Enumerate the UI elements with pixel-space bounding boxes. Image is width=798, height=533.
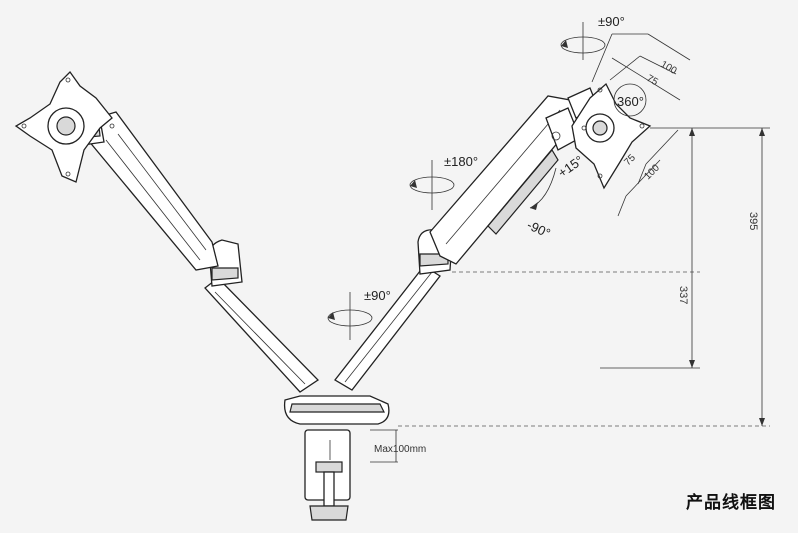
middle-tilt-label: ±180° — [444, 154, 478, 169]
vesa-inner-top-label: 75 — [645, 73, 661, 88]
left-arm — [69, 107, 320, 393]
desk-clamp — [283, 395, 390, 521]
base-rotation-label: ±90° — [364, 288, 391, 303]
diagram-caption: 产品线框图 — [686, 493, 776, 513]
swivel-label: 360° — [617, 94, 644, 109]
rotation-indicators — [327, 22, 606, 340]
height-max-label: 395 — [747, 212, 759, 230]
right-vesa-plate — [571, 82, 652, 190]
right-arm — [334, 87, 599, 391]
vesa-outer-top-label: 100 — [659, 59, 679, 77]
top-rotation-label: ±90° — [598, 14, 625, 29]
height-min-label: 337 — [677, 286, 689, 304]
tilt-up-label: +15° — [555, 153, 586, 181]
height-dimensions — [370, 127, 770, 463]
tilt-down-label: -90° — [525, 217, 553, 241]
vesa-dimensions — [591, 33, 691, 217]
clamp-max-label: Max100mm — [374, 444, 426, 455]
left-vesa-plate — [14, 70, 115, 183]
